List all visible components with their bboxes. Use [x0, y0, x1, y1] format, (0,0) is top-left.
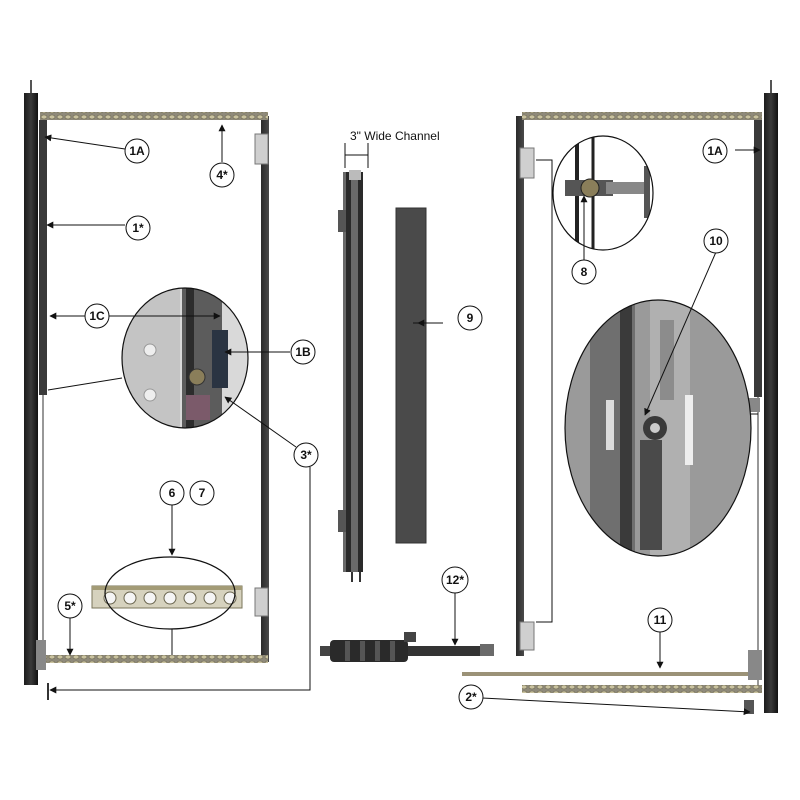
detail-8-zoom — [552, 135, 654, 251]
left-top-chain — [40, 112, 268, 120]
callout-5: 5* — [57, 593, 83, 619]
left-frame-right-stile — [261, 116, 269, 662]
left-top-hinge — [254, 133, 269, 165]
right-top-hinge — [519, 147, 535, 179]
channel-caption: 3" Wide Channel — [350, 129, 440, 143]
svg-text:3*: 3* — [300, 448, 312, 462]
left-post — [24, 93, 38, 685]
left-gate — [24, 80, 269, 700]
svg-text:11: 11 — [654, 613, 667, 627]
callout-1a-left: 1A — [124, 138, 150, 164]
left-bottom-hinge — [254, 587, 269, 617]
left-bottom-bracket — [36, 640, 46, 670]
part-12-actuator — [320, 632, 494, 662]
svg-text:1A: 1A — [129, 144, 145, 158]
right-gate-channel — [754, 112, 762, 397]
right-bottom-chain — [522, 685, 762, 693]
right-gate — [462, 80, 778, 714]
right-bottom-rail — [462, 672, 762, 676]
channel-part — [338, 143, 369, 582]
callout-1c: 1C — [84, 303, 110, 329]
callout-4: 4* — [209, 162, 235, 188]
callout-1b: 1B — [290, 339, 316, 365]
callout-6: 6 — [159, 480, 185, 506]
svg-text:2*: 2* — [465, 690, 477, 704]
callout-1: 1* — [125, 215, 151, 241]
right-bottom-hinge — [519, 621, 535, 651]
callout-8: 8 — [571, 259, 597, 285]
svg-text:5*: 5* — [64, 599, 76, 613]
callout-7: 7 — [189, 480, 215, 506]
part-9-panel — [395, 207, 427, 544]
svg-text:10: 10 — [709, 234, 723, 248]
svg-text:1*: 1* — [132, 221, 144, 235]
callout-11: 11 — [647, 607, 673, 633]
detail-8-outline — [552, 135, 654, 251]
svg-text:8: 8 — [581, 265, 588, 279]
right-top-chain — [522, 112, 762, 120]
svg-text:1A: 1A — [707, 144, 723, 158]
right-frame-left-stile — [516, 116, 524, 656]
svg-text:1B: 1B — [295, 345, 311, 359]
callout-3: 3* — [293, 442, 319, 468]
left-bottom-chain — [40, 655, 268, 663]
callout-2: 2* — [458, 684, 484, 710]
svg-text:12*: 12* — [446, 573, 464, 587]
callout-10: 10 — [703, 228, 729, 254]
svg-text:7: 7 — [199, 486, 206, 500]
svg-text:1C: 1C — [89, 309, 105, 323]
detail-1b-outline — [121, 287, 249, 429]
callout-12: 12* — [441, 566, 469, 594]
right-post — [764, 93, 778, 713]
detail-6-7-outline — [104, 556, 236, 630]
detail-10-outline — [564, 299, 752, 557]
left-gate-channel — [39, 120, 47, 395]
svg-text:6: 6 — [169, 486, 176, 500]
leader-lines — [44, 124, 761, 716]
svg-text:4*: 4* — [216, 168, 228, 182]
detail-6-7-roller-strip — [91, 556, 243, 655]
svg-text:9: 9 — [467, 311, 474, 325]
detail-10-zoom — [564, 299, 758, 557]
detail-1b-zoom — [47, 287, 249, 429]
callout-1a-right: 1A — [702, 138, 728, 164]
callout-9: 9 — [457, 305, 483, 331]
